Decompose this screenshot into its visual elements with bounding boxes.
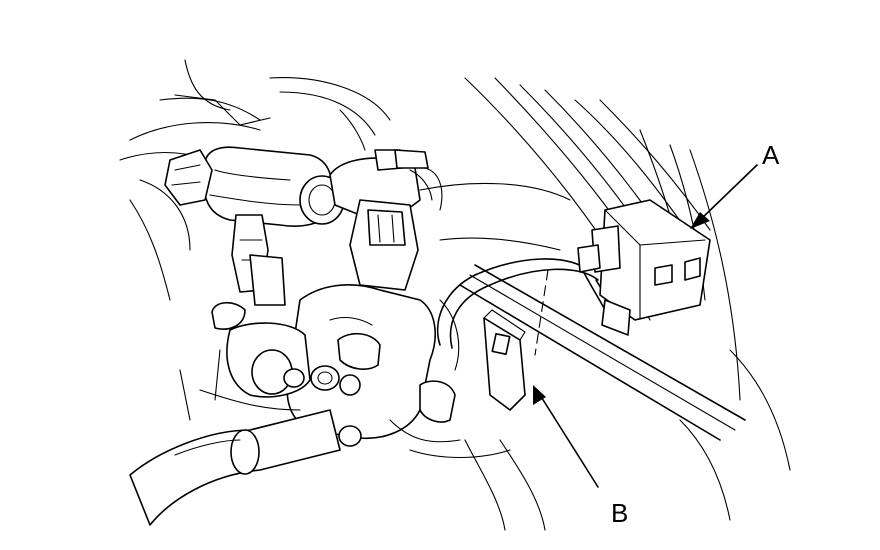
callout-a-label: A xyxy=(762,140,780,170)
relay-a xyxy=(577,199,711,336)
callout-b-label: B xyxy=(611,498,629,528)
engine-contours xyxy=(119,59,571,251)
connector-stack xyxy=(329,149,443,291)
leader-lines xyxy=(533,164,758,488)
wire-harness xyxy=(436,258,616,349)
manifold xyxy=(179,284,511,458)
foreground-hose xyxy=(129,409,546,531)
diagonal-tube xyxy=(459,264,746,441)
background-hoses xyxy=(464,77,791,521)
bracket-b xyxy=(483,269,549,411)
